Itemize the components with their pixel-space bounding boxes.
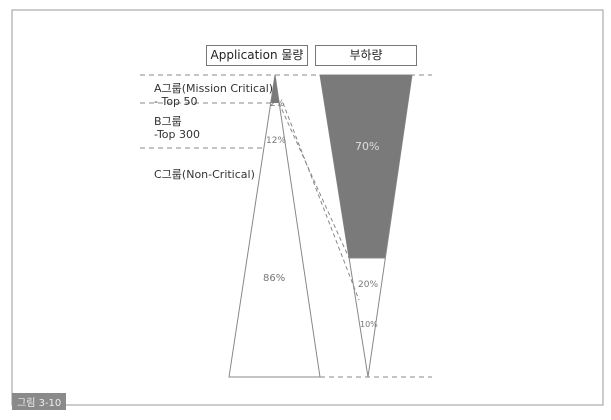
figure-border — [11, 9, 604, 406]
group-a-name: A그룹(Mission Critical) — [154, 82, 274, 95]
load-pct-c: 10% — [360, 320, 378, 329]
load-group-a-segment — [320, 75, 412, 258]
load-pct-a: 70% — [355, 140, 379, 153]
connector-b — [282, 102, 360, 301]
connector-a — [278, 102, 350, 259]
app-pct-a: 2% — [270, 99, 285, 109]
group-b-sub: -Top 300 — [154, 128, 201, 141]
group-a-label: A그룹(Mission Critical) - Top 50 — [154, 82, 273, 108]
application-group-a-segment — [271, 75, 279, 103]
figure-caption: 그림 3-10 — [12, 393, 67, 410]
app-pct-b: 12% — [266, 136, 286, 146]
group-c-name: C그룹(Non-Critical) — [154, 168, 255, 181]
group-a-sub: - Top 50 — [154, 95, 198, 108]
group-b-name: B그룹 — [154, 115, 182, 128]
header-load: 부하량 — [315, 45, 417, 66]
application-triangle — [228, 74, 321, 378]
header-application-volume: Application 물량 — [206, 45, 308, 66]
group-b-label: B그룹 -Top 300 — [154, 115, 200, 141]
app-pct-c: 86% — [263, 273, 285, 284]
load-pct-b: 20% — [358, 280, 378, 290]
group-c-label: C그룹(Non-Critical) — [154, 168, 255, 181]
